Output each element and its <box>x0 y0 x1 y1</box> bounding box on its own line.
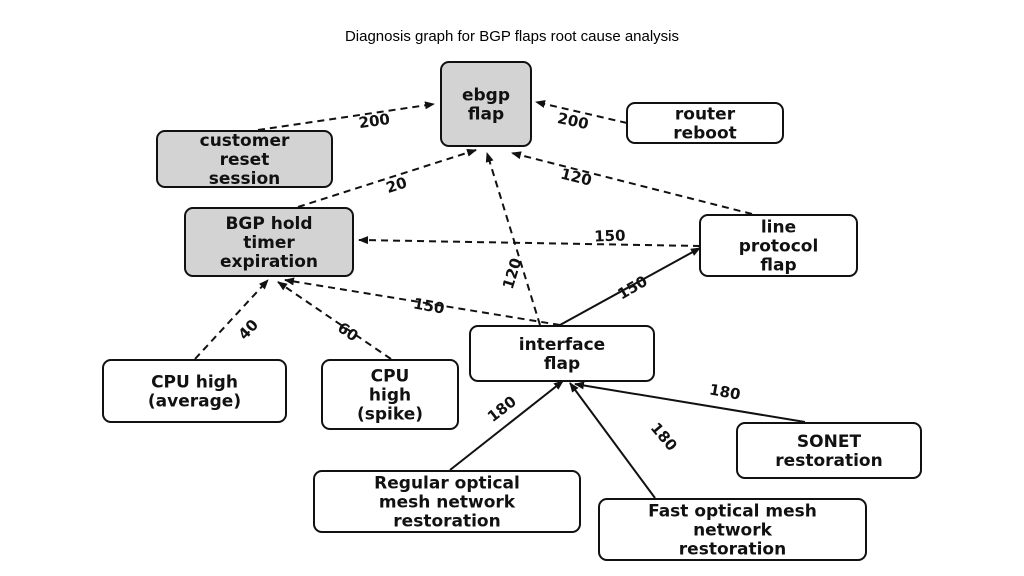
node-label-line: session <box>209 169 281 189</box>
edge-arrow <box>559 247 701 326</box>
edge-regopt-to-iface: 180 <box>449 380 564 471</box>
node-box <box>736 422 922 479</box>
edge-customer-to-ebgp: 200 <box>257 101 435 132</box>
edge-arrow <box>485 152 541 326</box>
edge-weight-label: 150 <box>594 226 626 245</box>
edge-arrow <box>449 380 564 471</box>
edge-iface-to-holdtimer: 150 <box>284 277 561 326</box>
node-label-line: flap <box>760 256 796 276</box>
node-label-line: BGP hold <box>225 214 312 234</box>
node-box <box>626 102 784 144</box>
node-label-line: CPU high <box>151 373 238 393</box>
node-label-line: CPU <box>371 367 410 387</box>
node-box <box>156 130 333 188</box>
node-label-line: high <box>369 386 411 406</box>
edge-weight-label: 180 <box>484 392 520 425</box>
edge-arrow <box>574 381 806 423</box>
node-label-line: restoration <box>679 540 786 560</box>
node-label-line: restoration <box>775 451 882 471</box>
edge-weight-label: 120 <box>499 256 525 291</box>
edge-weight-label: 120 <box>559 165 594 190</box>
edge-lineproto-to-ebgp: 120 <box>511 151 753 215</box>
node-box <box>699 214 858 277</box>
edge-weight-label: 40 <box>235 316 262 344</box>
node-label-line: (spike) <box>357 405 423 425</box>
edge-reboot-to-ebgp: 200 <box>535 100 628 133</box>
node-label-line: restoration <box>393 512 500 532</box>
node-label-line: line <box>761 218 796 238</box>
node-label-line: ebgp <box>462 86 510 106</box>
edge-arrow <box>284 277 561 326</box>
node-box <box>313 470 581 533</box>
node-label-line: mesh network <box>379 493 516 513</box>
node-box <box>184 207 354 277</box>
edge-cpuspike-to-holdtimer: 60 <box>277 281 392 360</box>
diagram-title: Diagnosis graph for BGP flaps root cause… <box>344 28 680 45</box>
node-label-line: router <box>675 105 736 125</box>
node-label-line: flap <box>544 354 580 374</box>
edge-holdtimer-to-ebgp: 20 <box>297 148 477 208</box>
edge-weight-label: 150 <box>614 272 650 303</box>
node-label-line: reset <box>220 150 270 170</box>
edge-weight-label: 180 <box>708 380 742 403</box>
edge-weight-label: 180 <box>647 419 681 455</box>
node-label-line: flap <box>468 105 504 125</box>
edge-arrow <box>257 101 435 131</box>
edge-weight-label: 150 <box>412 294 446 317</box>
edge-sonet-to-iface: 180 <box>574 380 806 423</box>
edge-arrow <box>569 382 656 499</box>
node-label-line: SONET <box>797 432 862 452</box>
edge-weight-label: 200 <box>358 110 392 132</box>
edge-arrow <box>277 281 392 360</box>
node-label-line: timer <box>243 233 295 253</box>
edge-lineproto-to-holdtimer: 150 <box>358 226 701 247</box>
edge-arrow <box>194 279 269 360</box>
node-box <box>469 325 655 382</box>
edge-arrow <box>358 236 701 247</box>
node-label-line: expiration <box>220 252 318 272</box>
node-box <box>321 359 459 430</box>
node-box <box>102 359 287 423</box>
edge-cpuavg-to-holdtimer: 40 <box>194 279 269 360</box>
node-label-line: protocol <box>739 237 819 257</box>
node-label-line: network <box>693 521 773 541</box>
edge-arrow <box>511 151 753 215</box>
node-label-line: interface <box>519 335 605 355</box>
edge-arrow <box>535 100 628 124</box>
node-label-line: Fast optical mesh <box>648 502 817 522</box>
node-label-line: customer <box>200 131 290 151</box>
node-cpuavg: CPU high(average) <box>102 359 287 423</box>
edge-iface-to-lineproto: 150 <box>559 247 701 326</box>
edge-iface-to-ebgp: 120 <box>485 152 541 326</box>
node-label-line: reboot <box>673 124 737 144</box>
node-label-line: (average) <box>148 392 241 412</box>
node-box <box>598 498 867 561</box>
node-box <box>440 61 532 147</box>
edge-weight-label: 20 <box>384 173 409 197</box>
edge-fastopt-to-iface: 180 <box>569 382 681 499</box>
edge-weight-label: 200 <box>556 109 590 133</box>
node-label-line: Regular optical <box>374 474 520 494</box>
